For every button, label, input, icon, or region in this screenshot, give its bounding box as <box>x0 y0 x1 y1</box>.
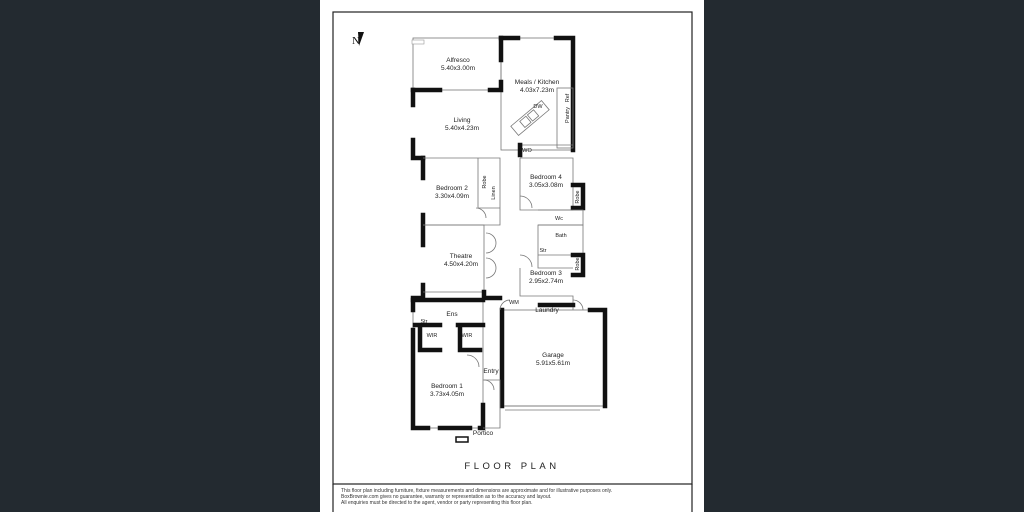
paper <box>320 0 704 512</box>
fixture-label: Wc <box>555 216 563 222</box>
room-labels: Alfresco 5.40x3.00m Meals / Kitchen 4.03… <box>430 57 570 398</box>
fixture-label: WM <box>509 300 519 306</box>
fixture-label: Portico <box>473 430 494 437</box>
room-alfresco-size: 5.40x3.00m <box>441 65 475 72</box>
disclaimer-line: BoxBrownie.com gives no guarantee, warra… <box>341 494 552 501</box>
room-garage-size: 5.91x5.61m <box>536 360 570 367</box>
frame-border <box>332 11 693 485</box>
north-compass-icon: N <box>352 32 364 47</box>
room-living-name: Living <box>454 117 471 124</box>
fixture-label: Robe <box>482 175 488 188</box>
fixture-labels: DW Ref Pantry WO Robe Linen Robe Wc Bath… <box>420 93 581 437</box>
fixture-label: Bath <box>555 233 566 239</box>
room-theatre-name: Theatre <box>450 253 473 260</box>
fixture-label: N <box>352 35 360 47</box>
walls <box>410 35 608 443</box>
fixture-label: Linen <box>491 186 497 199</box>
room-kitchen-name: Meals / Kitchen <box>515 79 560 86</box>
fixture-label: Robe <box>575 190 581 203</box>
room-bedroom2-name: Bedroom 2 <box>436 185 468 192</box>
room-bedroom3-name: Bedroom 3 <box>530 270 562 277</box>
fixture-label: WIR <box>462 333 473 339</box>
fixture-label: Pantry <box>565 107 571 123</box>
fixture-label: WO <box>522 148 532 154</box>
fixture-label: Laundry <box>535 307 559 314</box>
disclaimer: This floor plan including furniture, fix… <box>341 488 612 507</box>
room-bedroom4-size: 3.05x3.08m <box>529 182 563 189</box>
room-bedroom3-size: 2.95x2.74m <box>529 278 563 285</box>
room-theatre-size: 4.50x4.20m <box>444 261 478 268</box>
fixture-label: Ens <box>446 311 458 318</box>
fixture-label: Str <box>420 319 427 325</box>
fixture-label: Ref <box>565 93 571 102</box>
fixture-label: Robe <box>575 257 581 270</box>
room-living-size: 5.40x4.23m <box>445 125 479 132</box>
room-bedroom4-name: Bedroom 4 <box>530 174 562 181</box>
disclaimer-line: All enquiries must be directed to the ag… <box>341 500 533 507</box>
fixture-label: Str <box>539 248 546 254</box>
plan-title: FLOOR PLAN <box>464 461 559 472</box>
fixture-label: DW <box>533 104 543 110</box>
room-bedroom1-size: 3.73x4.05m <box>430 391 464 398</box>
disclaimer-line: This floor plan including furniture, fix… <box>341 488 613 494</box>
fixture-label: Entry <box>483 368 499 375</box>
room-bedroom1-name: Bedroom 1 <box>431 383 463 390</box>
room-kitchen-size: 4.03x7.23m <box>520 87 554 94</box>
room-bedroom2-size: 3.30x4.09m <box>435 193 469 200</box>
room-garage-name: Garage <box>542 352 564 359</box>
room-alfresco-name: Alfresco <box>446 57 470 64</box>
fixture-label: WIR <box>427 333 438 339</box>
